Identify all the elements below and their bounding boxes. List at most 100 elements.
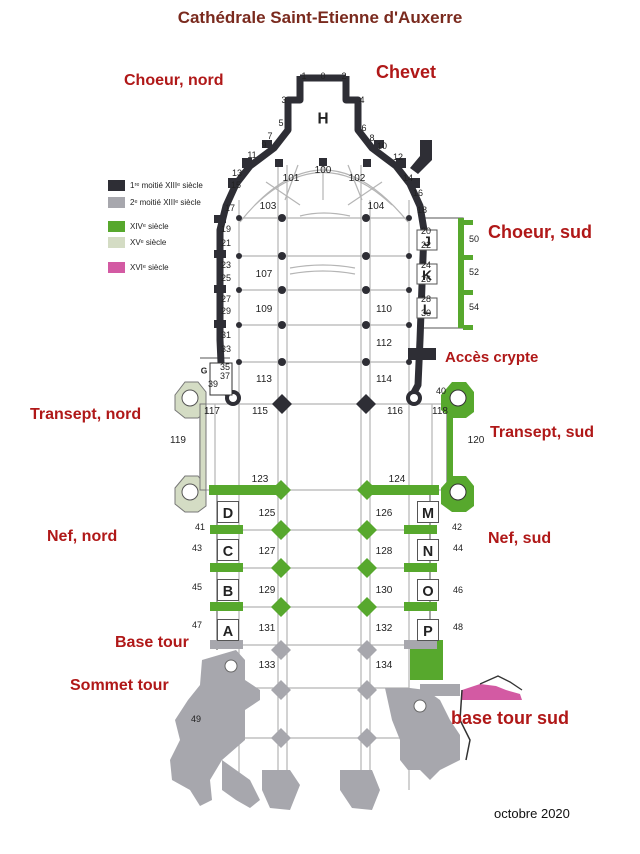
bay-number-30: 30 [421, 308, 431, 318]
bay-number-52: 52 [469, 267, 479, 277]
label-sommet-tour: Sommet tour [70, 677, 169, 694]
bay-number-103: 103 [260, 201, 277, 212]
legend-label-0: 1ʳᵉ moitié XIIIᵉ siècle [130, 181, 203, 190]
bay-number-22: 22 [421, 240, 431, 250]
legend-label-4: XVIᵉ siècle [130, 263, 169, 272]
bay-number-115: 115 [252, 406, 268, 417]
bay-number-50: 50 [469, 234, 479, 244]
bay-number-14: 14 [403, 173, 413, 183]
bay-number-126: 126 [376, 508, 393, 519]
bay-number-16: 16 [413, 188, 423, 198]
bay-number-47: 47 [192, 620, 202, 630]
bay-number-35: 35 [220, 362, 230, 372]
label-choeur-sud: Choeur, sud [488, 222, 593, 242]
bay-number-124: 124 [389, 474, 406, 485]
chapel-box-p [417, 619, 439, 641]
chapel-box-b [217, 579, 239, 601]
bay-number-7: 7 [267, 131, 272, 141]
chapel-box-l [416, 297, 438, 319]
bay-number-107: 107 [256, 269, 273, 280]
bay-number-45: 45 [192, 582, 202, 592]
bay-number-28: 28 [421, 294, 431, 304]
legend-swatch-2 [108, 221, 125, 232]
chapel-letter-o: O [422, 584, 433, 600]
chapel-letter-l: L [423, 302, 431, 317]
bay-number-1: 1 [301, 71, 306, 81]
bay-number-18: 18 [417, 205, 427, 215]
chapel-box-k [416, 263, 438, 285]
bay-number-132: 132 [376, 623, 393, 634]
legend-swatch-4 [108, 262, 125, 273]
bay-number-8: 8 [369, 133, 374, 143]
chapel-letter-m: M [422, 506, 434, 522]
bay-number-6: 6 [361, 123, 366, 133]
bay-number-21: 21 [221, 238, 231, 248]
bay-number-100: 100 [315, 165, 332, 176]
chapel-box-c [217, 539, 239, 561]
label-transept-nord: Transept, nord [30, 406, 142, 423]
bay-number-43: 43 [192, 543, 202, 553]
bay-number-130: 130 [376, 585, 393, 596]
chapel-letter-g: G [201, 366, 208, 376]
chapel-letter-h: H [317, 110, 328, 127]
bay-number-102: 102 [349, 173, 366, 184]
legend-swatch-3 [108, 237, 125, 248]
bay-number-104: 104 [368, 201, 385, 212]
bay-number-20: 20 [421, 226, 431, 236]
chapel-box-n [417, 539, 439, 561]
bay-number-33: 33 [221, 344, 231, 354]
bay-number-25: 25 [221, 273, 231, 283]
label-nef-sud: Nef, sud [488, 530, 552, 547]
chapel-letter-a: A [223, 624, 234, 640]
label-acces-crypte: Accès crypte [445, 349, 539, 366]
chapel-box-j [416, 229, 438, 251]
bay-number-9: 9 [261, 140, 266, 150]
bay-number-133: 133 [259, 660, 276, 671]
bay-number-109: 109 [256, 304, 273, 315]
bay-number-31: 31 [221, 330, 231, 340]
bay-number-128: 128 [376, 546, 393, 557]
legend-label-2: XIVᵉ siècle [130, 222, 169, 231]
chapel-box-a [217, 619, 239, 641]
bay-number-11: 11 [247, 150, 256, 160]
chapel-letter-j: J [423, 234, 431, 249]
chapel-box-m [417, 501, 439, 523]
bay-number-123: 123 [252, 474, 269, 485]
bay-number-10: 10 [377, 141, 387, 151]
bay-number-39: 39 [208, 379, 218, 389]
label-transept-sud: Transept, sud [490, 424, 595, 441]
bay-number-46: 46 [453, 585, 463, 595]
chapel-letter-k: K [422, 268, 432, 283]
bay-number-127: 127 [259, 546, 276, 557]
bay-number-49: 49 [191, 714, 201, 724]
bay-number-2: 2 [341, 71, 346, 81]
label-base-tour: Base tour [115, 634, 189, 651]
bay-number-3: 3 [281, 95, 286, 105]
bay-number-26: 26 [421, 274, 431, 284]
label-nef-nord: Nef, nord [47, 528, 118, 545]
chapel-letter-n: N [423, 544, 433, 560]
bay-number-134: 134 [376, 660, 393, 671]
date-caption: octobre 2020 [494, 806, 570, 821]
bay-number-42: 42 [452, 522, 462, 532]
legend-label-1: 2ᵉ moitié XIIIᵉ siècle [130, 198, 201, 207]
bay-number-54: 54 [469, 302, 479, 312]
chapel-letter-b: B [223, 584, 233, 600]
bay-number-23: 23 [221, 260, 231, 270]
bay-number-40: 40 [436, 386, 446, 396]
bay-number-0: 0 [320, 71, 325, 81]
bay-number-120: 120 [468, 435, 485, 446]
bay-number-29: 29 [221, 306, 231, 316]
bay-number-118: 118 [432, 406, 448, 417]
bay-number-4: 4 [359, 95, 364, 105]
bay-number-129: 129 [259, 585, 276, 596]
bay-number-19: 19 [221, 224, 231, 234]
bay-number-27: 27 [221, 294, 231, 304]
bay-number-114: 114 [376, 374, 392, 385]
chapel-box-d [217, 501, 239, 523]
bay-number-12: 12 [393, 152, 403, 162]
bay-number-44: 44 [453, 543, 463, 553]
bay-number-117: 117 [204, 406, 220, 417]
